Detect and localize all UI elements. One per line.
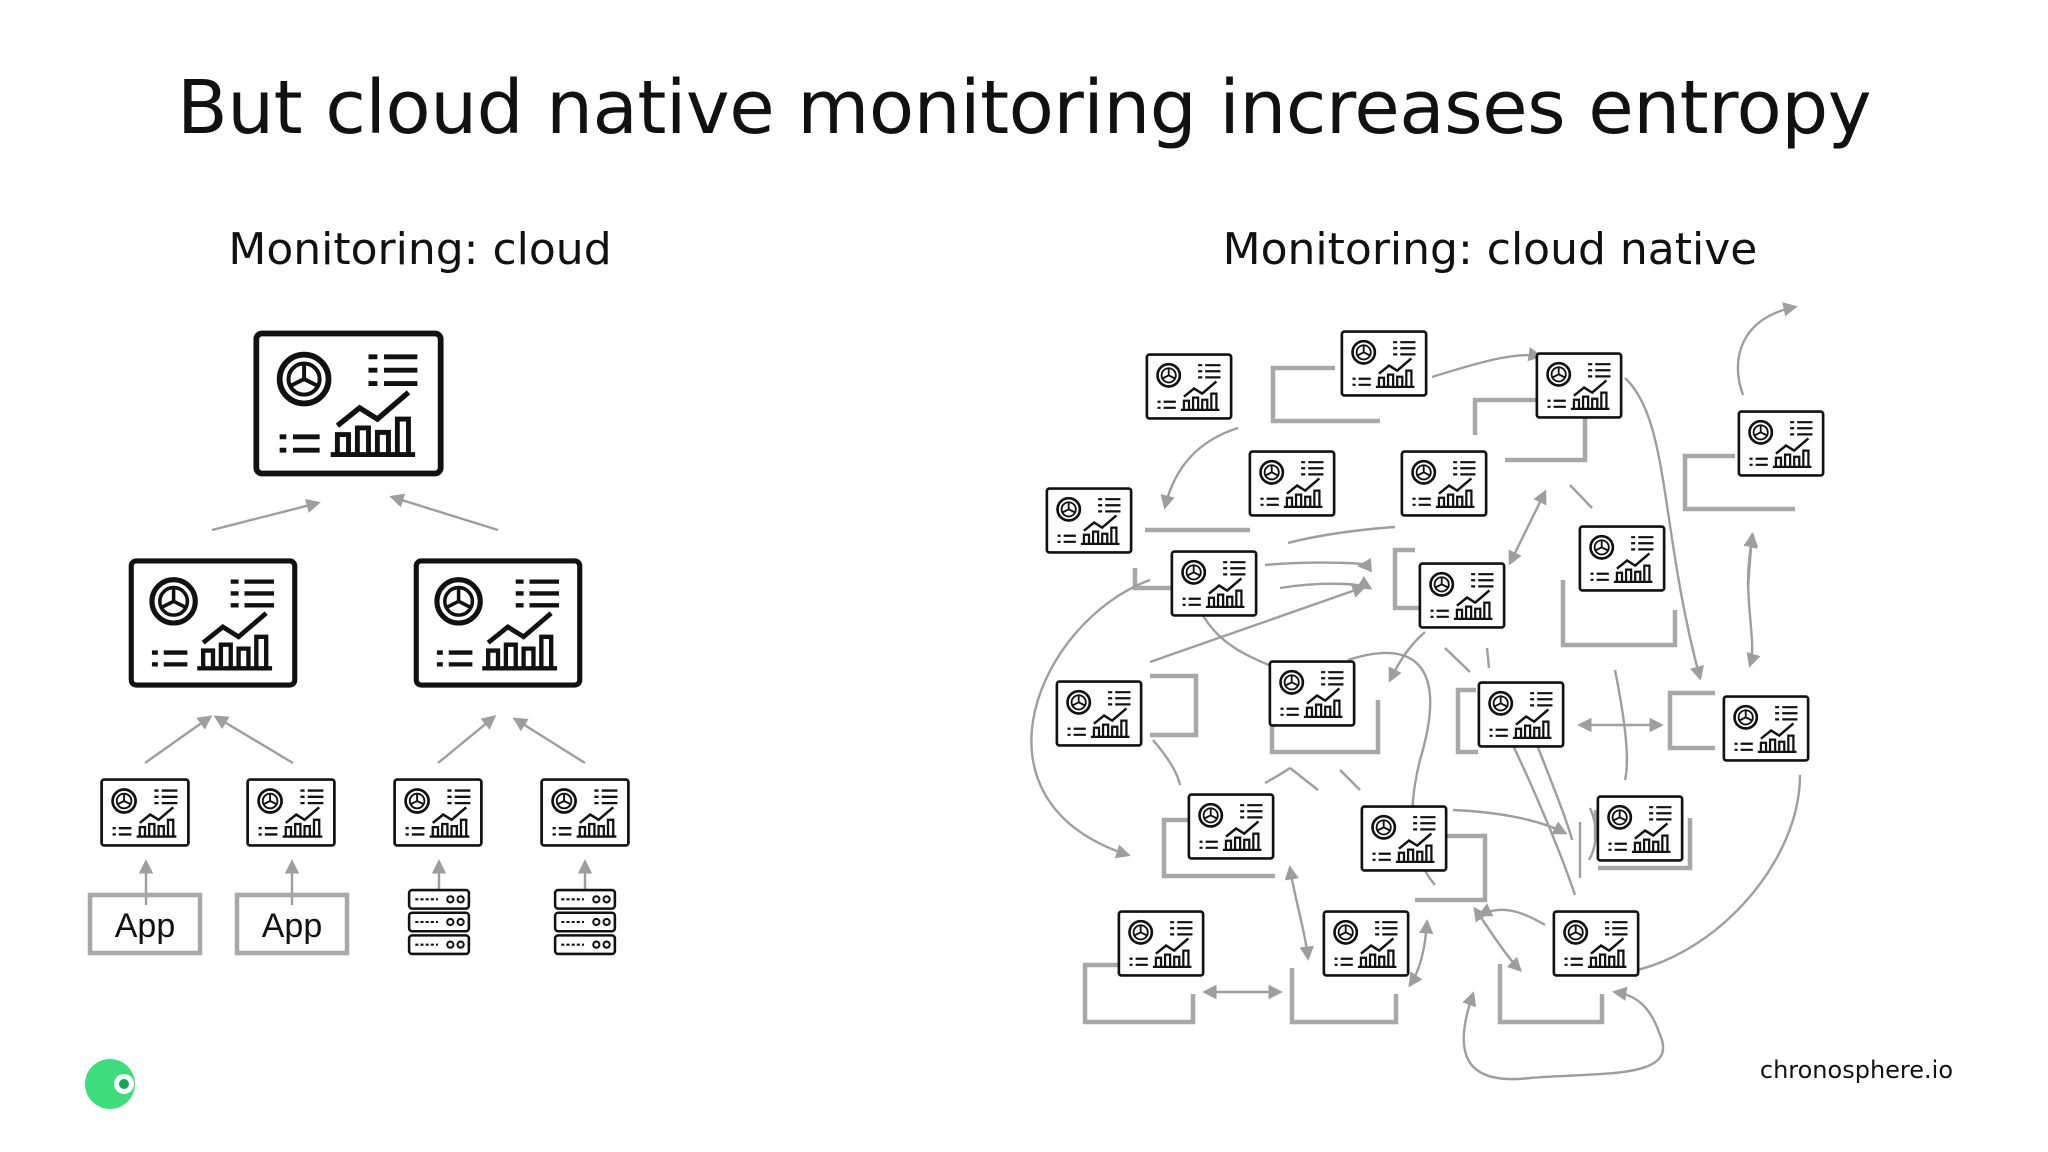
mesh-dashboard-icon [1055,680,1143,747]
mid-dashboard-icon [416,561,579,685]
mesh-dashboard-icon [1535,352,1623,419]
mesh-dashboard-icon [1340,330,1428,397]
mesh-dashboard-icon [1596,795,1684,862]
chronosphere-logo-icon [85,1059,135,1109]
mid-dashboard-icon [131,561,294,685]
mesh-dashboard-icon [1737,410,1825,477]
footer-url: chronosphere.io [1759,1056,1953,1084]
mesh-dashboard-icon [1400,450,1488,517]
mesh-dashboard-icon [1145,353,1233,420]
mesh-dashboard-icon [1360,805,1448,872]
leaf-dashboard-icon [393,778,483,847]
app-box: App [234,892,350,956]
leaf-dashboard-icon [540,778,630,847]
mesh-dashboard-icon [1248,450,1336,517]
right-panel-heading: Monitoring: cloud native [1222,224,1758,275]
app-label: App [115,907,176,945]
leaf-dashboard-icon [246,778,336,847]
mesh-dashboard-icon [1187,793,1275,860]
right-mesh [1030,302,1825,1081]
mesh-dashboard-icon [1418,562,1506,629]
mesh-dashboard-icon [1578,525,1666,592]
mesh-dashboard-icon [1170,550,1258,617]
mesh-dashboard-icon [1722,695,1810,762]
left-hierarchy: App App [87,334,630,956]
leaf-dashboard-icon [100,778,190,847]
server-rack-icon [553,888,617,956]
app-label: App [262,907,323,945]
slide-title: But cloud native monitoring increases en… [176,65,1872,151]
mesh-dashboard-icon [1477,681,1565,748]
mesh-dashboard-icon [1045,487,1133,554]
mesh-dashboard-icon [1322,910,1410,977]
mesh-dashboard-icon [1552,910,1640,977]
mesh-dashboard-icon [1117,910,1205,977]
left-panel-heading: Monitoring: cloud [228,224,612,275]
mesh-dashboard-icon [1268,660,1356,727]
left-connectors [138,493,593,905]
app-box: App [87,892,203,956]
server-rack-icon [407,888,471,956]
mesh-connectors [1030,302,1802,1081]
top-dashboard-icon [256,334,440,474]
mesh-frames [1082,365,1795,1025]
